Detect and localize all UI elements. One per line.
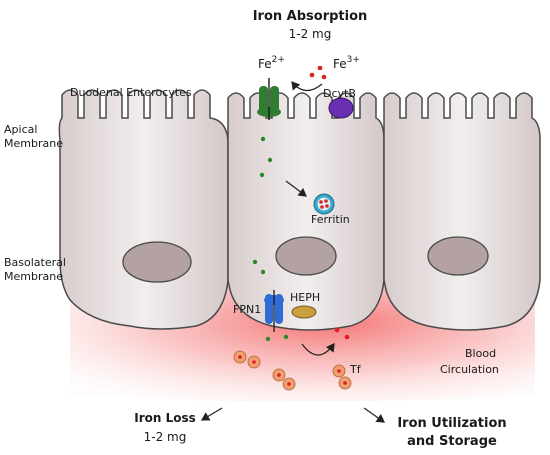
nucleus-middle bbox=[275, 236, 337, 276]
cell-middle bbox=[227, 92, 385, 331]
basolateral-label-1: Basolateral bbox=[4, 256, 66, 269]
apical-label-1: Apical bbox=[4, 123, 37, 136]
oxidation-arrow bbox=[301, 343, 335, 356]
ferritin-icon bbox=[313, 193, 335, 215]
fe2-dot bbox=[267, 157, 273, 163]
heph-label: HEPH bbox=[290, 291, 320, 304]
heph-protein bbox=[291, 305, 317, 319]
fe2-dot bbox=[283, 334, 289, 340]
nucleus-left bbox=[122, 241, 192, 283]
nucleus-right bbox=[427, 236, 489, 276]
diagram-title: Iron Absorption bbox=[253, 9, 368, 24]
cell-right bbox=[383, 92, 541, 331]
transferrin-icon bbox=[332, 364, 352, 390]
fe3-dot bbox=[317, 65, 323, 71]
ferritin-label: Ferritin bbox=[311, 213, 350, 226]
fe3-label: Fe3+ bbox=[333, 55, 360, 71]
absorption-amount: 1-2 mg bbox=[289, 27, 332, 41]
blood-label-1: Blood bbox=[465, 347, 496, 360]
apical-label-2: Membrane bbox=[4, 137, 63, 150]
basolateral-label-2: Membrane bbox=[4, 270, 63, 283]
fe3-dot bbox=[344, 334, 350, 340]
reduction-arrow bbox=[291, 81, 323, 92]
fpn1-label: FPN1 bbox=[233, 303, 261, 316]
fe2-dot bbox=[252, 259, 258, 265]
fe2-label: Fe2+ bbox=[258, 55, 285, 71]
iron-loss-amount: 1-2 mg bbox=[144, 430, 187, 444]
cell-left bbox=[58, 89, 229, 330]
blood-label-2: Circulation bbox=[440, 363, 499, 376]
enterocytes-label: Duodenal Enterocytes bbox=[70, 86, 192, 99]
dcytb-protein bbox=[328, 97, 354, 119]
iron-utilization-subtitle: and Storage bbox=[407, 434, 497, 449]
fe2-dot bbox=[260, 269, 266, 275]
dcytb-label: DcytB bbox=[323, 87, 356, 100]
fe3-dot bbox=[321, 74, 327, 80]
fe2-dot bbox=[259, 172, 265, 178]
ferritin-arrow bbox=[285, 180, 307, 197]
iron-utilization-arrow bbox=[363, 407, 385, 423]
fe2-dot bbox=[260, 136, 266, 142]
dmt1-transporter bbox=[257, 78, 281, 120]
fpn1-transporter bbox=[264, 290, 284, 332]
iron-loss-title: Iron Loss bbox=[134, 411, 196, 425]
fe3-dot bbox=[309, 72, 315, 78]
iron-loss-arrow bbox=[200, 407, 223, 421]
transferrin-icon bbox=[233, 350, 261, 369]
iron-utilization-title: Iron Utilization bbox=[397, 416, 506, 431]
tf-label: Tf bbox=[349, 363, 362, 376]
fe3-dot bbox=[334, 327, 340, 333]
fe2-dot bbox=[265, 336, 271, 342]
transferrin-icon bbox=[272, 368, 296, 391]
